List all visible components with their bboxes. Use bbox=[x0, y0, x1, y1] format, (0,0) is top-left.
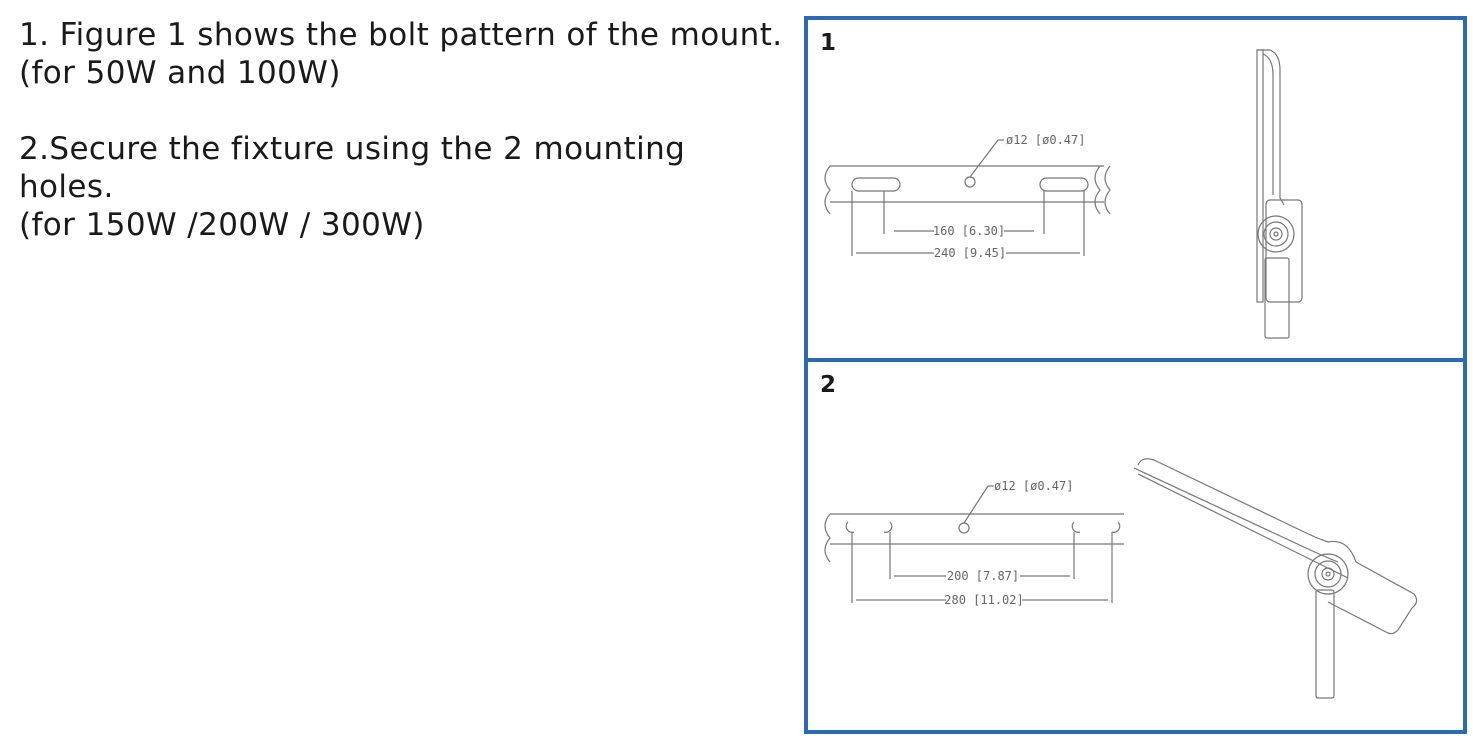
instruction-line: (for 150W /200W / 300W) bbox=[19, 207, 425, 243]
instruction-line: 1. Figure 1 shows the bolt pattern of th… bbox=[19, 17, 783, 53]
instruction-line: holes. bbox=[19, 169, 114, 205]
bolt-pattern-drawing-2: ø12 [ø0.47] 200 [7.87] 280 [11.02] bbox=[824, 458, 1418, 699]
inner-spacing-label: 160 [6.30] bbox=[933, 224, 1005, 238]
hole-diameter-label: ø12 [ø0.47] bbox=[1006, 133, 1085, 147]
instructions: 1. Figure 1 shows the bolt pattern of th… bbox=[19, 16, 789, 282]
outer-spacing-label: 280 [11.02] bbox=[944, 593, 1023, 607]
figure-panel-2: 2 ø12 [ø0.47] bbox=[808, 362, 1463, 730]
fixture-side-view bbox=[1256, 49, 1303, 339]
bolt-pattern-drawing-1: ø12 [ø0.47] 160 [6.30] 240 [9.45] bbox=[824, 49, 1303, 339]
instruction-step-1: 1. Figure 1 shows the bolt pattern of th… bbox=[19, 16, 789, 92]
fixture-angled-view bbox=[1133, 458, 1418, 699]
panel-number: 1 bbox=[820, 30, 837, 56]
figure-panel-1: 1 ø12 [ø0.47] bbox=[808, 20, 1463, 358]
outer-spacing-label: 240 [9.45] bbox=[934, 246, 1006, 260]
panel-divider bbox=[808, 358, 1463, 362]
hole-diameter-label: ø12 [ø0.47] bbox=[994, 479, 1073, 493]
instruction-line: 2.Secure the fixture using the 2 mountin… bbox=[19, 131, 686, 167]
panel-number: 2 bbox=[820, 372, 837, 398]
inner-spacing-label: 200 [7.87] bbox=[947, 569, 1019, 583]
instruction-line: (for 50W and 100W) bbox=[19, 55, 341, 91]
figure-frame: 1 ø12 [ø0.47] bbox=[804, 16, 1467, 734]
instruction-step-2: 2.Secure the fixture using the 2 mountin… bbox=[19, 130, 789, 244]
